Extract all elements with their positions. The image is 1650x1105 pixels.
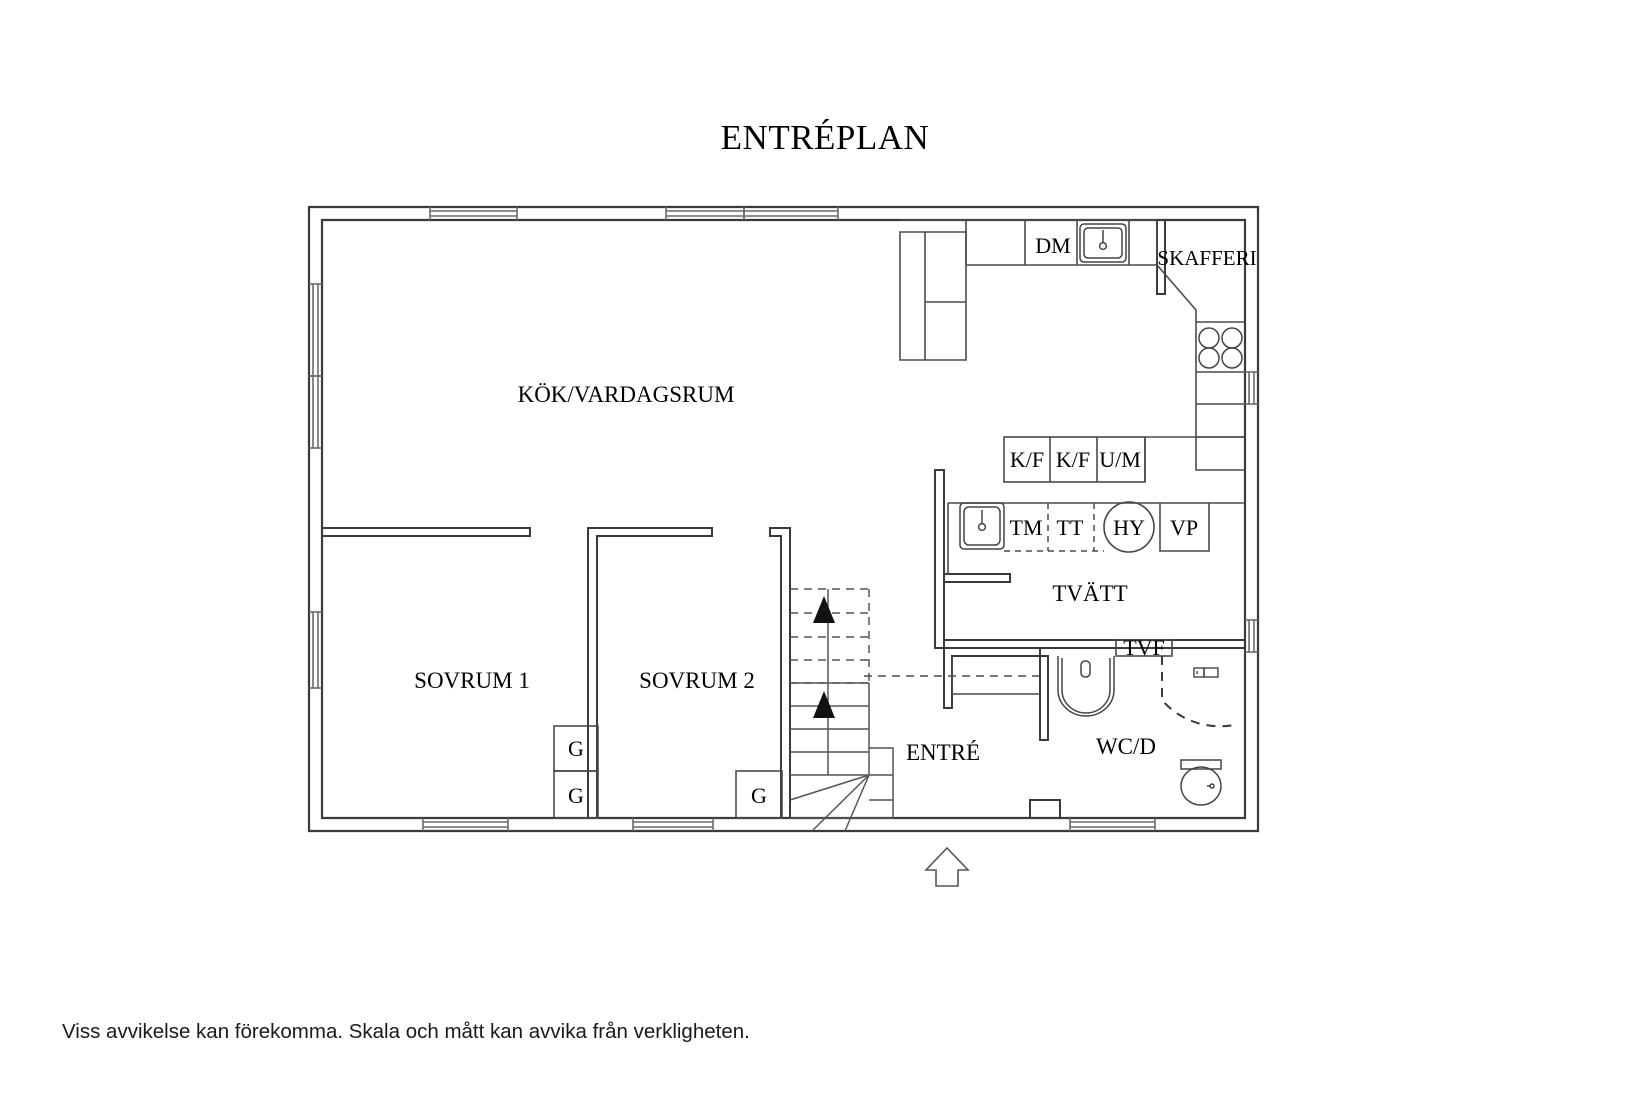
stair-arrow-lower [813, 691, 835, 718]
room-labels: KÖK/VARDAGSRUM SOVRUM 1 SOVRUM 2 ENTRÉ T… [414, 246, 1256, 765]
room-label-kok-vardagsrum: KÖK/VARDAGSRUM [518, 382, 735, 407]
appliance-row-kf [1003, 436, 1245, 483]
shower-mixer-icon [1193, 667, 1219, 678]
closet-label-g-sovrum1-upper: G [568, 736, 584, 761]
sink-icon [1079, 223, 1127, 263]
window-bottom-1 [422, 818, 509, 831]
hall-counter [951, 656, 1040, 695]
water-heater-icon [1103, 501, 1155, 553]
appliance-label-kf-2: K/F [1056, 447, 1090, 472]
window-top-1 [429, 207, 518, 220]
window-group-bottom [422, 818, 1156, 831]
sink-icon [959, 502, 1005, 550]
window-left-1 [309, 283, 322, 377]
window-bottom-2 [632, 818, 714, 831]
washbasin-icon [1057, 656, 1115, 717]
closet-label-g-sovrum1-lower: G [568, 783, 584, 808]
room-label-tvatt: TVÄTT [1052, 581, 1127, 606]
closet-boxes [553, 725, 783, 819]
page-title: ENTRÉPLAN [720, 118, 930, 157]
entrance-arrow-icon [924, 846, 970, 887]
closet-labels: G G G [568, 736, 767, 808]
appliance-label-hy: HY [1113, 515, 1145, 540]
window-bottom-3 [1069, 818, 1156, 831]
toilet-icon [1180, 759, 1222, 806]
appliance-label-vp: VP [1170, 515, 1198, 540]
window-top-2 [665, 207, 745, 220]
kitchen-counters [899, 219, 1245, 471]
interior-walls [321, 219, 1246, 819]
appliance-label-um: U/M [1099, 447, 1141, 472]
appliance-label-kf-1: K/F [1010, 447, 1044, 472]
window-right-1 [1245, 371, 1258, 405]
window-top-3 [743, 207, 839, 220]
appliance-label-tm: TM [1010, 515, 1043, 540]
appliance-labels: DM K/F K/F U/M TM TT HY VP TVF [1010, 233, 1199, 660]
window-group-top [429, 207, 839, 220]
appliance-label-dm: DM [1035, 233, 1070, 258]
laundry-counter [947, 502, 1245, 574]
staircase-icon [789, 588, 894, 832]
disclaimer-caption: Viss avvikelse kan förekomma. Skala och … [62, 1020, 750, 1043]
window-group-right [1245, 371, 1258, 653]
room-label-skafferi: SKAFFERI [1157, 246, 1256, 270]
stair-arrow-upper [813, 596, 835, 623]
door-swing-wc [1161, 656, 1239, 728]
room-label-entre: ENTRÉ [906, 740, 980, 765]
window-group-left [309, 283, 322, 689]
room-label-sovrum-1: SOVRUM 1 [414, 668, 530, 693]
closet-label-g-sovrum2: G [751, 783, 767, 808]
window-left-2 [309, 375, 322, 449]
room-label-wc-d: WC/D [1096, 734, 1156, 759]
laundry-machines-outline [1004, 503, 1104, 552]
appliance-label-tvf: TVF [1123, 635, 1165, 660]
room-label-sovrum-2: SOVRUM 2 [639, 668, 755, 693]
laundry-chute-box [1115, 639, 1173, 657]
window-left-3 [309, 611, 322, 689]
appliance-label-tt: TT [1057, 515, 1084, 540]
stove-4-burner-icon [1198, 327, 1243, 369]
window-right-2 [1245, 619, 1258, 653]
